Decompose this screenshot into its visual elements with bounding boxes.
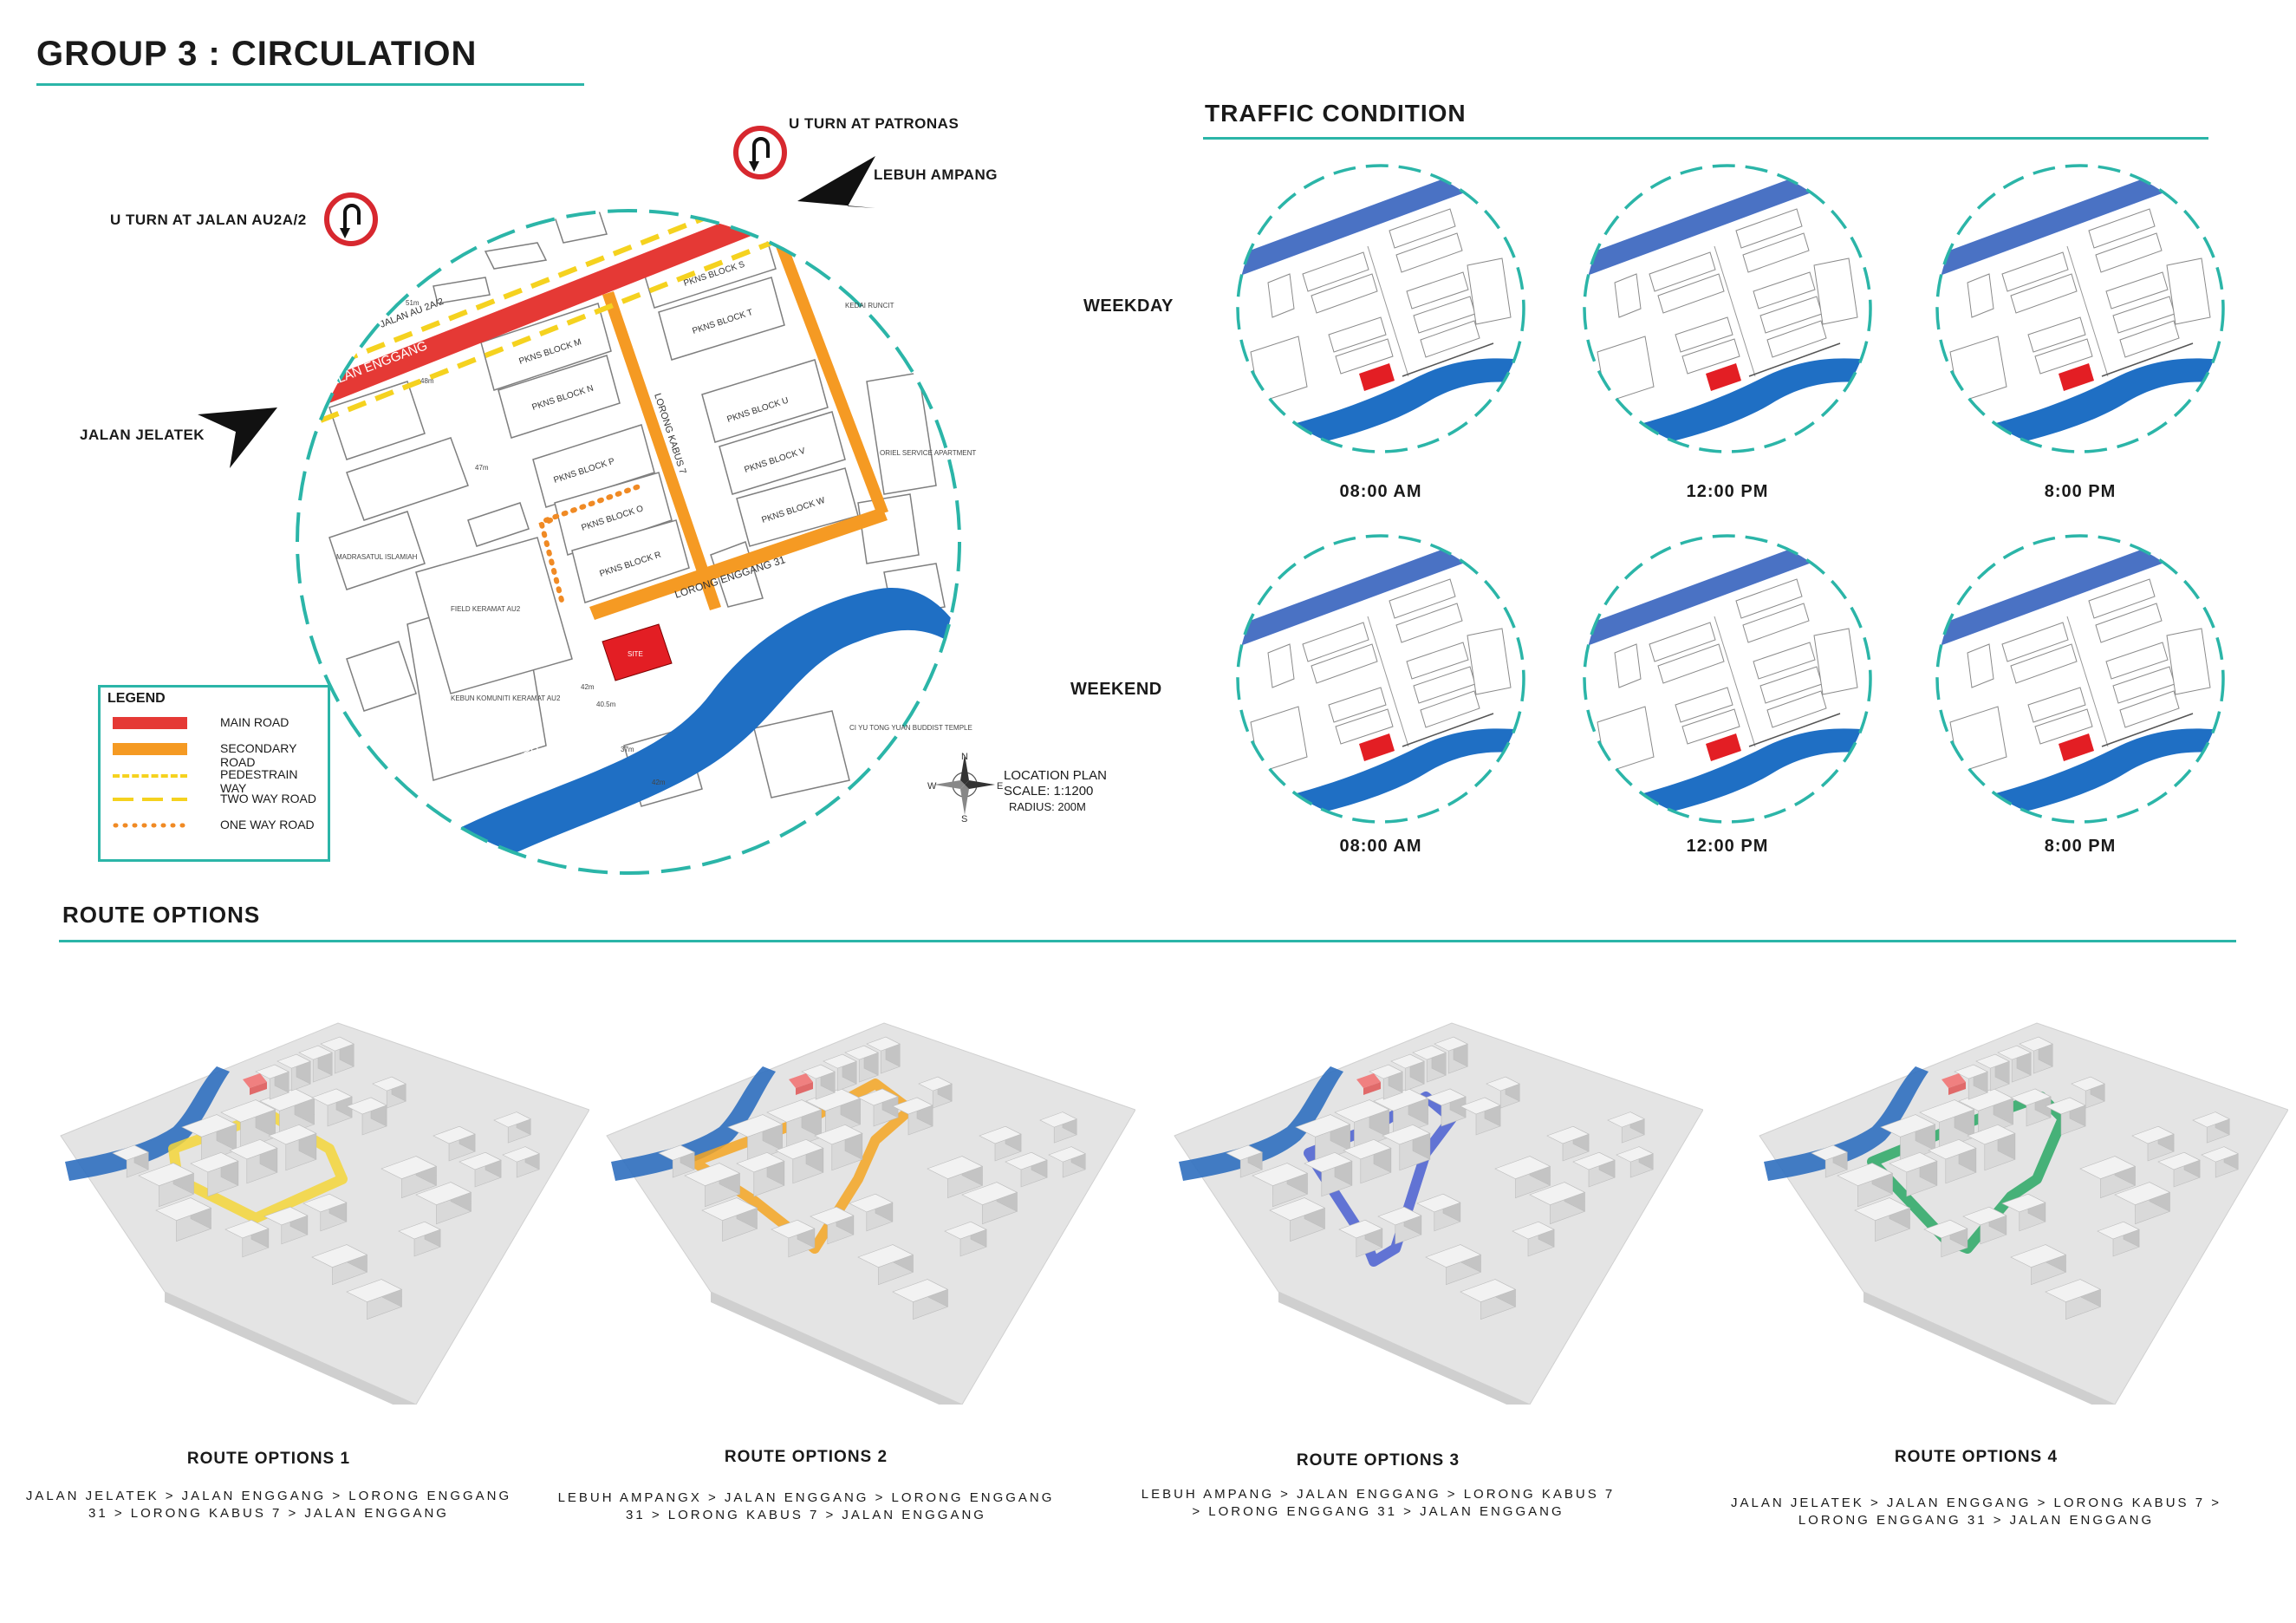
route-model-1	[60, 1022, 589, 1405]
legend-item: TWO WAY ROAD	[113, 788, 321, 807]
time-label: 08:00 AM	[1339, 837, 1422, 856]
traffic-underline	[1203, 137, 2208, 140]
route-option-title-1: ROUTE OPTIONS 1	[186, 1450, 351, 1468]
svg-text:E: E	[997, 781, 1003, 792]
dim-label: 37m	[621, 746, 634, 753]
legend-swatch-main-road	[113, 717, 187, 729]
row-label-weekday: WEEKDAY	[1083, 297, 1174, 316]
svg-text:S: S	[961, 814, 967, 825]
compass-icon: N S W E	[927, 752, 1003, 825]
route-option-title-2: ROUTE OPTIONS 2	[724, 1448, 888, 1466]
dim-label: 42m	[581, 683, 595, 691]
location-plan-radius: RADIUS: 200M	[1009, 800, 1086, 813]
route-model-4	[1759, 1022, 2288, 1405]
traffic-map-weekend-2	[1935, 534, 2225, 824]
routes-underline-b	[1368, 940, 2236, 942]
time-label: 8:00 PM	[2044, 482, 2117, 501]
time-label: 12:00 PM	[1686, 482, 1769, 501]
traffic-map-weekend-1	[1583, 534, 1872, 824]
route-option-title-3: ROUTE OPTIONS 3	[1296, 1451, 1460, 1470]
uturn-sign-au2a	[324, 192, 378, 246]
arrow-jalan-jelatek-icon	[198, 407, 277, 468]
svg-text:N: N	[961, 752, 968, 762]
location-plan-title: LOCATION PLAN	[1004, 768, 1107, 783]
route-option-desc-4: JALAN JELATEK > JALAN ENGGANG > LORONG K…	[1716, 1495, 2236, 1529]
route-desc-line: LEBUH AMPANG > JALAN ENGGANG > LORONG KA…	[1141, 1487, 1616, 1502]
legend-item: ONE WAY ROAD	[113, 814, 321, 833]
place-kebun: KEBUN KOMUNITI KERAMAT AU2	[451, 694, 561, 702]
route-desc-line: JALAN JELATEK > JALAN ENGGANG > LORONG K…	[1731, 1496, 2221, 1510]
route-model-3	[1174, 1022, 1703, 1405]
legend-swatch-two-way	[113, 798, 187, 801]
route-option-desc-1: JALAN JELATEK > JALAN ENGGANG > LORONG E…	[9, 1488, 529, 1522]
legend-item: SECONDARY ROAD	[113, 738, 321, 769]
title-underline	[36, 83, 584, 86]
dim-label: 40.5m	[596, 701, 616, 708]
callout-jalan-jelatek: JALAN JELATEK	[80, 427, 205, 443]
traffic-map-weekend-0	[1236, 534, 1525, 824]
callout-uturn-patronas: U TURN AT PATRONAS	[789, 115, 959, 132]
traffic-title: TRAFFIC CONDITION	[1205, 100, 1467, 127]
dim-label: 48m	[420, 377, 434, 385]
routes-title: ROUTE OPTIONS	[62, 902, 261, 928]
route-desc-line: LEBUH AMPANGX > JALAN ENGGANG > LORONG E…	[557, 1490, 1055, 1505]
route-option-desc-2: LEBUH AMPANGX > JALAN ENGGANG > LORONG E…	[546, 1489, 1066, 1524]
dim-label: 47m	[475, 464, 489, 472]
route-option-title-4: ROUTE OPTIONS 4	[1894, 1448, 2059, 1466]
time-label: 8:00 PM	[2044, 837, 2117, 856]
place-field: FIELD KERAMAT AU2	[451, 605, 521, 613]
traffic-map-weekday-1	[1583, 164, 1872, 453]
callout-uturn-au2a: U TURN AT JALAN AU2A/2	[110, 212, 307, 228]
location-plan-scale: SCALE: 1:1200	[1004, 784, 1094, 798]
route-model-2	[606, 1022, 1135, 1405]
svg-text:W: W	[927, 781, 937, 792]
legend-swatch-pedestrian	[113, 774, 187, 778]
route-desc-line: LORONG ENGGANG 31 > JALAN ENGGANG	[1798, 1513, 2155, 1528]
legend-item: MAIN ROAD	[113, 712, 321, 731]
route-desc-line: > LORONG ENGGANG 31 > JALAN ENGGANG	[1192, 1504, 1564, 1519]
dim-label: 42m	[652, 779, 666, 786]
time-label: 08:00 AM	[1339, 482, 1422, 501]
place-kedai: KEDAI RUNCIT	[845, 302, 894, 310]
dim-label: 51m	[406, 299, 420, 307]
legend: LEGEND MAIN ROAD SECONDARY ROAD PEDESTRA…	[98, 685, 330, 862]
legend-swatch-one-way	[113, 823, 187, 828]
location-plan: LOCATION PLAN SCALE: 1:1200 RADIUS: 200M	[1004, 768, 1107, 815]
legend-swatch-secondary-road	[113, 743, 187, 755]
place-temple: CI YU TONG YUAN BUDDIST TEMPLE	[849, 724, 972, 732]
time-label: 12:00 PM	[1686, 837, 1769, 856]
place-site: SITE	[628, 650, 643, 658]
route-option-desc-3: LEBUH AMPANG > JALAN ENGGANG > LORONG KA…	[1118, 1486, 1638, 1521]
traffic-map-weekday-0	[1236, 164, 1525, 453]
uturn-sign-patronas	[733, 126, 787, 179]
routes-underline-a	[59, 940, 1368, 942]
place-madrasatul: MADRASATUL ISLAMIAH	[336, 553, 418, 561]
callout-lebuh-ampang: LEBUH AMPANG	[874, 166, 998, 183]
legend-item: PEDESTRAIN WAY	[113, 764, 321, 795]
route-desc-line: 31 > LORONG KABUS 7 > JALAN ENGGANG	[626, 1508, 986, 1522]
place-oriel: ORIEL SERVICE APARTMENT	[880, 449, 976, 457]
route-desc-line: JALAN JELATEK > JALAN ENGGANG > LORONG E…	[25, 1489, 512, 1503]
legend-title: LEGEND	[107, 691, 166, 706]
page-title: GROUP 3 : CIRCULATION	[36, 35, 478, 73]
row-label-weekend: WEEKEND	[1070, 680, 1162, 699]
arrow-lebuh-ampang-icon	[797, 156, 875, 208]
traffic-map-weekday-2	[1935, 164, 2225, 453]
route-desc-line: 31 > LORONG KABUS 7 > JALAN ENGGANG	[88, 1506, 449, 1521]
site-plan: JALAN ENGGANG JALAN AU 2A/2 LORONG KABUS…	[198, 126, 1003, 875]
